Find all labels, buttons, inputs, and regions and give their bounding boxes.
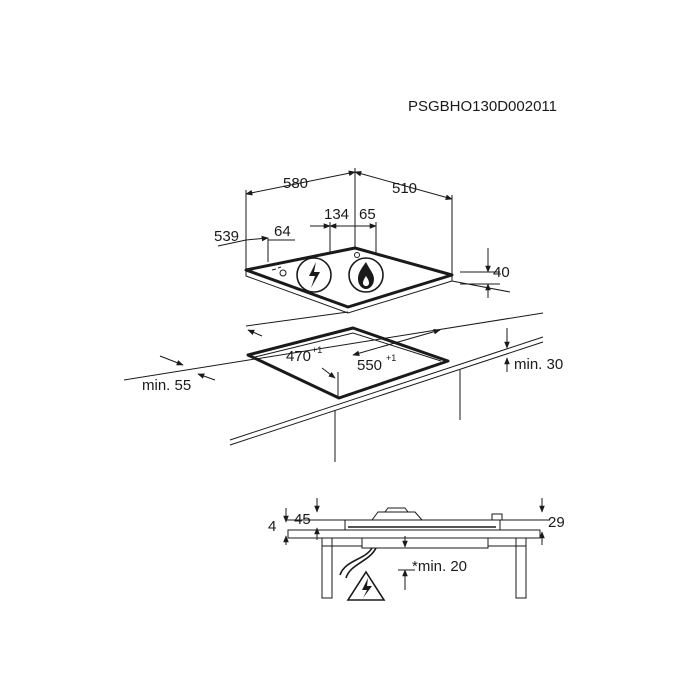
connection-dot-right xyxy=(354,252,360,258)
dim-470-label: 470 xyxy=(286,348,311,365)
dim-580-line xyxy=(245,170,356,196)
dim-550-line xyxy=(352,329,441,356)
section-knob xyxy=(491,513,503,521)
dim-min20-label: *min. 20 xyxy=(412,558,467,575)
connection-dot-left xyxy=(279,269,287,277)
dim-45-label: 45 xyxy=(294,511,311,528)
dim-510-line xyxy=(354,170,453,201)
electric-warning-icon xyxy=(346,570,386,601)
section-leg-left xyxy=(321,537,333,599)
dim-min30-label: min. 30 xyxy=(514,356,563,373)
section-hob-underside xyxy=(361,538,489,549)
dim-470-line xyxy=(245,311,349,327)
section-worktop xyxy=(287,529,541,539)
hob-top: 580 510 539 64 134 65 40 xyxy=(214,168,511,314)
section-hob-top xyxy=(344,519,501,530)
cutout-outline xyxy=(246,326,450,400)
worktop-back-edge xyxy=(123,312,544,381)
dim-40-label: 40 xyxy=(493,264,510,281)
section-burner xyxy=(371,511,423,521)
gas-flame-icon xyxy=(348,257,384,293)
drawing-code: PSGBHO130D002011 xyxy=(408,98,557,115)
dim-580-label: 580 xyxy=(283,175,308,192)
worktop: 470 +1 550 +1 min. 55 min. 30 xyxy=(123,311,563,462)
dim-65-label: 65 xyxy=(359,206,376,223)
hob-plate-edge xyxy=(245,270,453,314)
dim-539-label: 539 xyxy=(214,228,239,245)
section-leg-right xyxy=(515,537,527,599)
worktop-front-edge xyxy=(229,341,544,446)
dim-470-tolerance: +1 xyxy=(312,345,322,355)
section-view: *min. 20 45 4 29 xyxy=(268,498,565,601)
hob-edge-extension xyxy=(451,280,511,293)
dim-539-line xyxy=(217,239,247,247)
dim-min55-label: min. 55 xyxy=(142,377,191,394)
dim-510-label: 510 xyxy=(392,180,417,197)
dim-29-label: 29 xyxy=(548,514,565,531)
electric-warning-icon xyxy=(296,257,332,293)
dim-4-label: 4 xyxy=(268,518,276,535)
dim-64-label: 64 xyxy=(274,223,291,240)
section-cable xyxy=(339,547,373,576)
dim-550-label: 550 xyxy=(357,357,382,374)
dim-550-tolerance: +1 xyxy=(386,353,396,363)
dim-134-label: 134 xyxy=(324,206,349,223)
